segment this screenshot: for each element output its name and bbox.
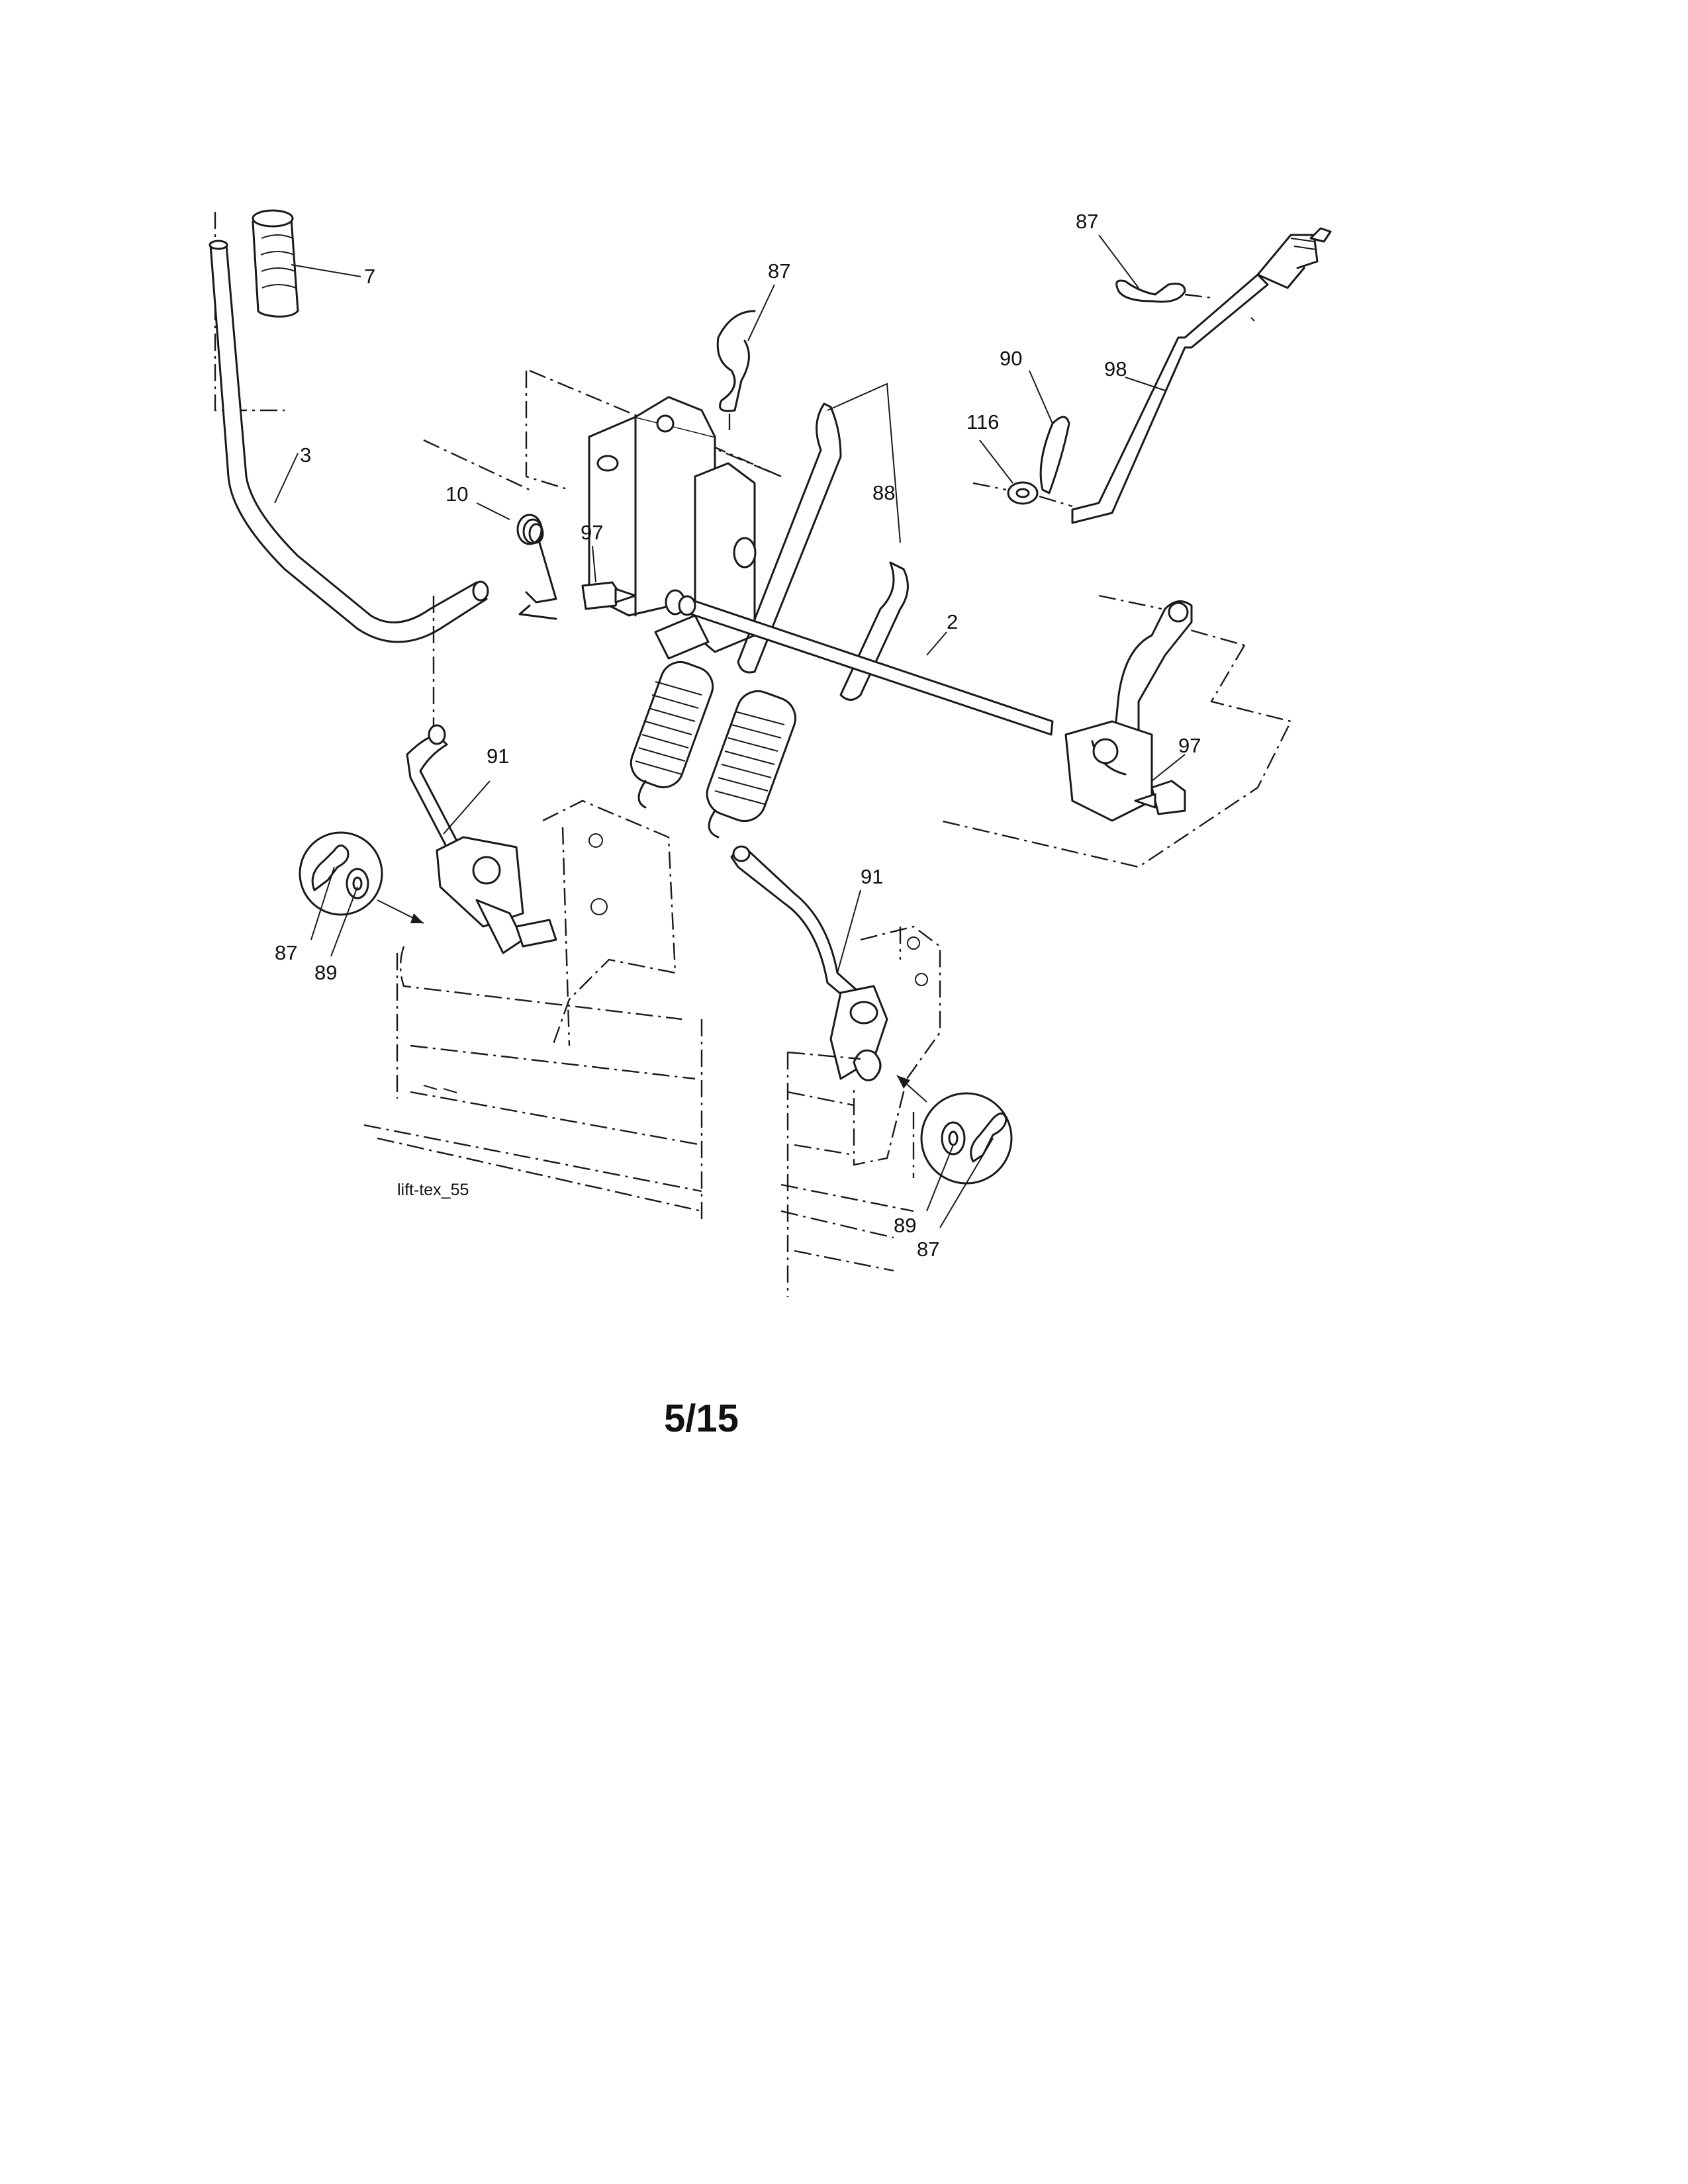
callout-97-right: 97 — [1178, 734, 1201, 757]
part-90-clip — [1039, 416, 1070, 494]
callout-88: 88 — [872, 481, 895, 504]
callout-leaders — [274, 234, 1186, 1228]
part-116-washer — [972, 481, 1073, 508]
deck-bracket-right — [780, 925, 941, 1297]
part-2-lift-shaft — [678, 595, 1054, 736]
callout-97-left: 97 — [581, 521, 603, 544]
callout-91-right: 91 — [861, 865, 883, 888]
callout-89-left: 89 — [314, 961, 337, 984]
callout-98: 98 — [1104, 357, 1127, 381]
callout-87-right: 87 — [1076, 210, 1098, 233]
spring-right — [706, 561, 909, 839]
callout-2: 2 — [947, 610, 958, 633]
part-97-bolt-right — [1134, 780, 1186, 815]
spring-left — [630, 402, 842, 809]
part-87-hairpin-clip-right — [1115, 279, 1212, 303]
part-97-bolt-left — [581, 581, 637, 610]
callout-10: 10 — [445, 482, 468, 506]
part-98-height-adjust-rod — [1071, 227, 1332, 524]
detail-circle-left — [299, 831, 424, 924]
part-3-lift-lever — [209, 240, 489, 643]
callout-87-left: 87 — [275, 941, 297, 964]
callout-116: 116 — [966, 410, 999, 433]
part-88-extension-springs — [630, 402, 909, 839]
part-91-lift-link-left — [406, 724, 557, 954]
part-10-torsion-spring — [516, 514, 557, 620]
callout-89-right: 89 — [894, 1214, 916, 1237]
callout-3: 3 — [300, 443, 311, 467]
figure-id: lift-tex_55 — [397, 1181, 469, 1199]
callout-91-left: 91 — [487, 745, 509, 768]
lift-shaft-arm-right — [939, 594, 1292, 868]
callout-87-top: 87 — [768, 259, 790, 283]
callout-7: 7 — [364, 265, 375, 288]
page-number: 5/15 — [664, 1397, 739, 1440]
part-7-hand-grip — [214, 209, 299, 412]
callouts: 7 3 87 10 97 88 2 87 90 98 116 97 91 87 … — [275, 210, 1201, 1261]
callout-90: 90 — [1000, 347, 1022, 370]
detail-circle-right — [896, 1075, 1013, 1185]
callout-87-bottom: 87 — [917, 1238, 939, 1261]
part-87-hairpin-clip-top — [716, 310, 756, 430]
part-91-lift-link-right — [730, 845, 888, 1081]
deck-bracket-left — [363, 799, 703, 1224]
lift-bracket — [423, 369, 782, 660]
